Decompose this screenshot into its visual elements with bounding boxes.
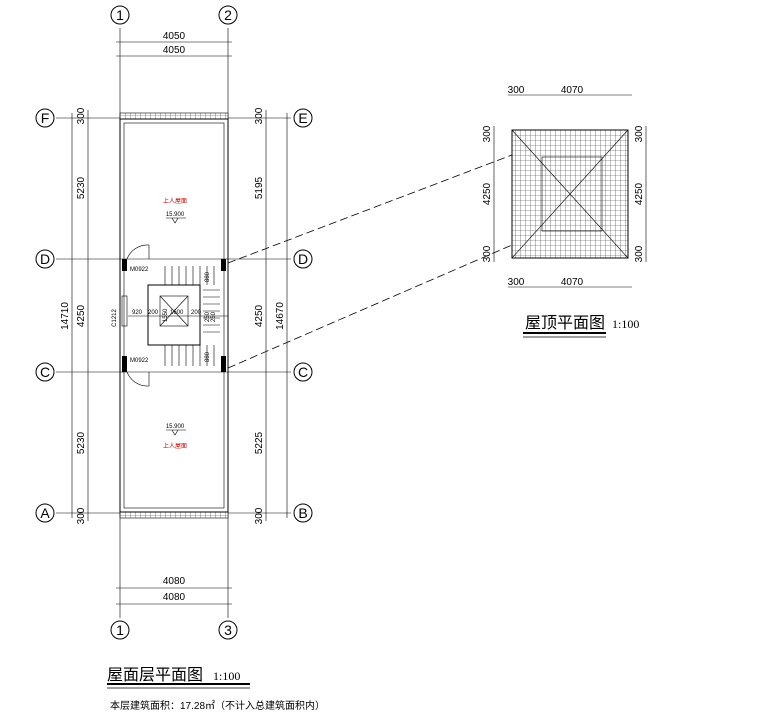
roof-dim-bottom-4070: 4070 <box>561 277 584 288</box>
dim-right-4250: 4250 <box>254 304 265 327</box>
stair-dim-250: 250 <box>205 311 211 322</box>
roof-scale: 1:100 <box>612 317 639 331</box>
room-labels: 上人屋面 15.900 15.900 上人屋面 <box>163 197 187 450</box>
roof-dim-top-300: 300 <box>508 85 525 96</box>
roof-dim-right-300b: 300 <box>634 245 645 262</box>
elevation-bottom: 15.900 <box>166 424 185 430</box>
dim-left-5230: 5230 <box>76 176 87 199</box>
axis-right-B: B <box>298 505 307 521</box>
leader-line-upper <box>227 149 526 264</box>
stair-dim-1600: 1600 <box>170 310 184 316</box>
dim-left-5230b: 5230 <box>76 431 87 454</box>
vertical-dimensions: 14710 300 5230 4250 5230 300 14670 300 5… <box>60 107 288 524</box>
stair-dim-250b: 250 <box>211 311 217 322</box>
plan-scale: 1:100 <box>213 669 240 683</box>
roof-dim-top-4070: 4070 <box>561 85 584 96</box>
dim-bottom-2: 4080 <box>163 592 186 603</box>
horizontal-dimensions: 4050 4050 4080 4080 <box>116 31 232 605</box>
dim-left-300b: 300 <box>76 507 87 524</box>
roof-plan: 300 4070 300 4070 300 4250 300 300 4250 … <box>482 85 647 338</box>
stair-dim-200b: 200 <box>191 310 202 316</box>
stair-dim-880: 880 <box>205 271 211 282</box>
dim-right-total: 14670 <box>275 302 286 330</box>
dim-top-2: 4050 <box>163 45 186 56</box>
elevation-top: 15.900 <box>166 212 185 218</box>
dim-left-total: 14710 <box>60 302 71 330</box>
roof-dim-right-300: 300 <box>634 125 645 142</box>
axis-right-E: E <box>298 110 307 126</box>
axis-left-F: F <box>41 110 50 126</box>
axis-top-2: 2 <box>224 7 232 23</box>
leader-line-lower <box>227 244 513 369</box>
roof-dim-bottom-300: 300 <box>508 277 525 288</box>
stair-dim-200: 200 <box>148 310 159 316</box>
dim-left-4250: 4250 <box>76 304 87 327</box>
roof-dim-left-4250: 4250 <box>482 182 493 205</box>
stair-dim-1550: 1550 <box>163 308 169 322</box>
room-label-top: 上人屋面 <box>163 197 187 205</box>
dim-top-1: 4050 <box>163 31 186 42</box>
axis-right-C: C <box>298 364 308 380</box>
plan-title: 屋面层平面图 <box>107 667 203 684</box>
building-outline <box>119 112 229 519</box>
stair-dim-920: 920 <box>132 310 143 316</box>
room-label-bottom: 上人屋面 <box>163 442 187 450</box>
dim-right-300: 300 <box>254 107 265 124</box>
stair-dim-880b: 880 <box>205 351 211 362</box>
dim-bottom-1: 4080 <box>163 576 186 587</box>
dim-right-5195: 5195 <box>254 176 265 199</box>
axis-left-A: A <box>40 505 50 521</box>
axis-right-D: D <box>298 251 308 267</box>
dim-right-300b: 300 <box>254 507 265 524</box>
roof-dim-left-300: 300 <box>482 125 493 142</box>
axis-bubbles: 1 2 1 3 F D C A E D C B <box>35 5 313 640</box>
axis-left-D: D <box>40 251 50 267</box>
window-label: C1212 <box>112 309 118 327</box>
roof-dim-right-4250: 4250 <box>634 182 645 205</box>
axis-bottom-3: 3 <box>224 622 232 638</box>
plan-title-block: 屋面层平面图 1:100 本层建筑面积：17.28㎡（不计入总建筑面积内） <box>107 667 325 712</box>
area-note: 本层建筑面积：17.28㎡（不计入总建筑面积内） <box>110 699 325 712</box>
door-label-1: M0922 <box>130 267 149 273</box>
roof-dim-left-300b: 300 <box>482 245 493 262</box>
axis-top-1: 1 <box>116 7 124 23</box>
axis-left-C: C <box>40 364 50 380</box>
roof-title: 屋顶平面图 <box>525 314 605 332</box>
dim-left-300: 300 <box>76 107 87 124</box>
door-label-2: M0922 <box>130 358 149 364</box>
stair-core: M0922 M0922 C1212 920 200 1600 200 250 8… <box>112 266 228 366</box>
axis-bottom-1: 1 <box>116 622 124 638</box>
dim-right-5225: 5225 <box>254 431 265 454</box>
